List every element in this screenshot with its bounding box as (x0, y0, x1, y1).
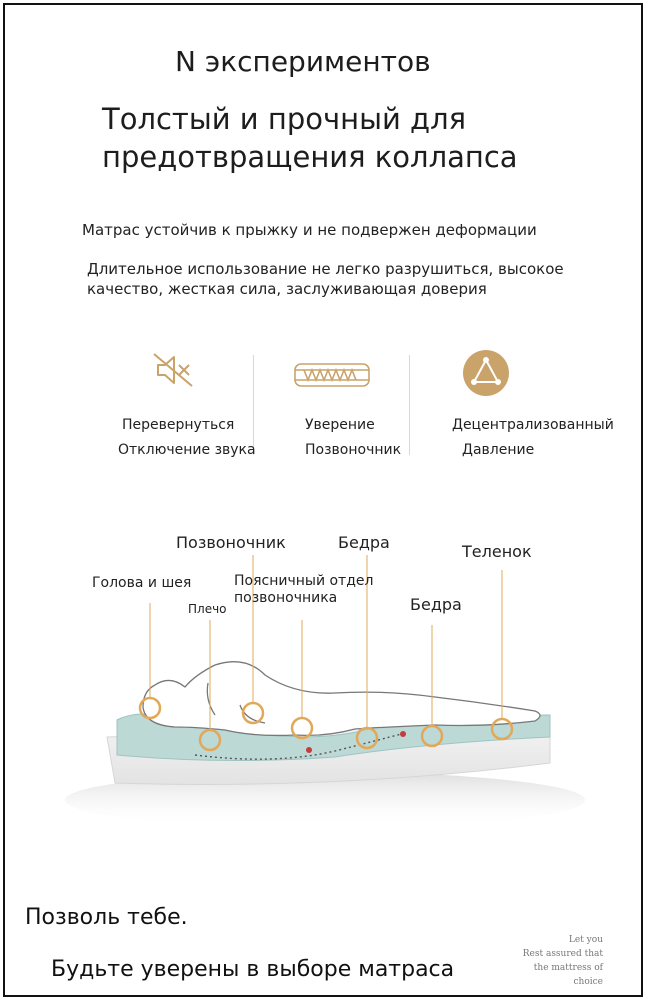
feature-3-line-2: Давление (462, 442, 535, 458)
footer-line-2: Будьте уверены в выборе матраса (51, 957, 455, 982)
mute-icon (150, 350, 198, 390)
intro-line-1: Матрас устойчив к прыжку и не подвержен … (82, 221, 537, 239)
label-spine: Позвоночник (176, 533, 286, 552)
footer-line-1: Позволь тебе. (25, 905, 188, 930)
feature-1-line-2: Отключение звука (118, 442, 256, 458)
label-hips-2: Бедра (410, 595, 462, 614)
feature-3-line-1: Децентрализованный (452, 417, 614, 433)
sleep-posture-diagram: Позвоночник Бедра Теленок Голова и шея П… (5, 515, 641, 845)
mattress-illustration (65, 555, 585, 828)
footer-script-line: the mattress of choice (533, 963, 603, 987)
label-calf: Теленок (462, 542, 532, 561)
product-page: N экспериментов Толстый и прочный для пр… (3, 3, 643, 997)
intro-line-2: Длительное использование не легко разруш… (87, 260, 564, 298)
footer-script-line: Rest assured that (522, 949, 603, 959)
triangle-pressure-icon (462, 349, 510, 397)
feature-2-line-2: Позвоночник (305, 442, 402, 458)
label-lumbar: Поясничный отдел позвоночника (234, 573, 374, 606)
label-head-neck: Голова и шея (92, 575, 192, 591)
feature-divider (409, 355, 410, 455)
page-title-main: Толстый и прочный для предотвращения кол… (102, 102, 518, 174)
label-shoulder: Плечо (188, 602, 227, 616)
spring-coil-icon (292, 360, 372, 390)
page-title-top: N экспериментов (175, 45, 431, 78)
feature-divider (253, 355, 254, 455)
footer-script-line: Let you (568, 935, 603, 945)
feature-1-line-1: Перевернуться (122, 417, 235, 433)
footer-script-note: Let you Rest assured that the mattress o… (503, 933, 603, 989)
label-hips-1: Бедра (338, 533, 390, 552)
feature-2-line-1: Уверение (305, 417, 375, 433)
